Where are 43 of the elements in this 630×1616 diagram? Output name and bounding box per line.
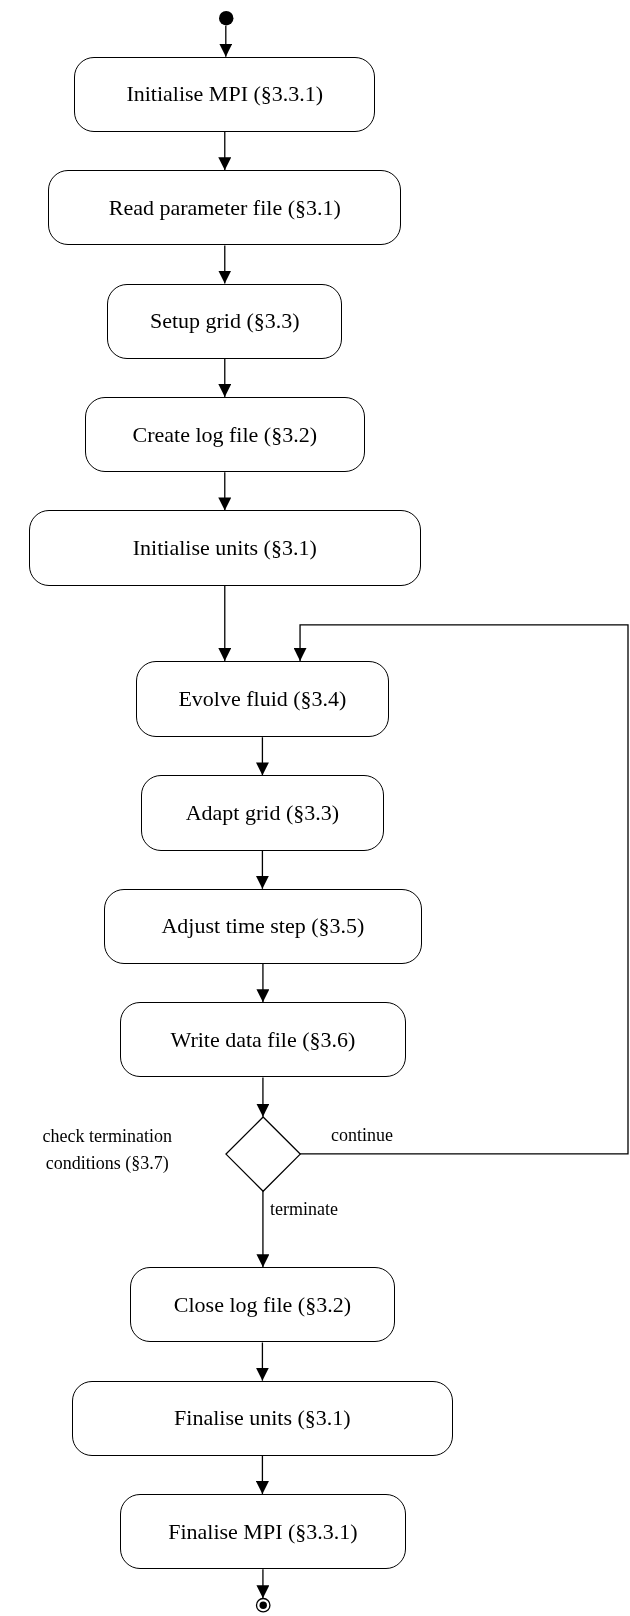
activity-label: Adjust time step (§3.5) xyxy=(161,913,365,940)
arrow xyxy=(218,131,232,171)
arrow xyxy=(256,1076,270,1118)
activity-label: Finalise units (§3.1) xyxy=(174,1405,351,1432)
arrow xyxy=(218,585,232,662)
arrow xyxy=(219,25,233,58)
activity-label: Create log file (§3.2) xyxy=(132,421,317,448)
activity-label: Initialise MPI (§3.3.1) xyxy=(126,81,324,108)
activity-label: Finalise MPI (§3.3.1) xyxy=(168,1518,358,1545)
activity-label: Adapt grid (§3.3) xyxy=(185,800,340,826)
arrow xyxy=(256,963,270,1003)
arrow xyxy=(218,471,232,512)
arrow xyxy=(256,1190,270,1268)
arrow xyxy=(255,736,269,777)
activity-box xyxy=(136,660,389,738)
activity-box xyxy=(104,888,422,965)
arrow xyxy=(255,1341,269,1382)
activity-box xyxy=(141,775,384,851)
arrow xyxy=(218,358,232,398)
activity-label: Read parameter file (§3.1) xyxy=(108,194,341,221)
activity-box xyxy=(48,170,402,246)
final-node xyxy=(255,1598,271,1613)
activity-box xyxy=(129,1267,395,1343)
activity-label: Setup grid (§3.3) xyxy=(149,308,300,335)
arrow xyxy=(293,624,629,1155)
activity-label: Write data file (§3.6) xyxy=(170,1026,356,1053)
activity-label: Initialise units (§3.1) xyxy=(132,535,317,561)
activity-box xyxy=(72,1380,453,1456)
decision-label: check termination conditions (§3.7) xyxy=(41,1124,173,1175)
arrow xyxy=(255,1455,269,1495)
arrow xyxy=(218,244,232,285)
activity-box xyxy=(84,396,365,473)
activity-label: Close log file (§3.2) xyxy=(173,1291,351,1318)
activity-box xyxy=(119,1002,407,1078)
activity-box xyxy=(107,283,343,359)
activity-box xyxy=(28,510,421,586)
arrow xyxy=(256,1568,270,1599)
initial-node xyxy=(218,11,233,26)
activity-box xyxy=(74,56,376,132)
activity-label: Evolve fluid (§3.4) xyxy=(178,686,347,713)
decision-diamond xyxy=(225,1116,301,1191)
arrow xyxy=(255,850,269,890)
activity-box xyxy=(119,1494,407,1570)
